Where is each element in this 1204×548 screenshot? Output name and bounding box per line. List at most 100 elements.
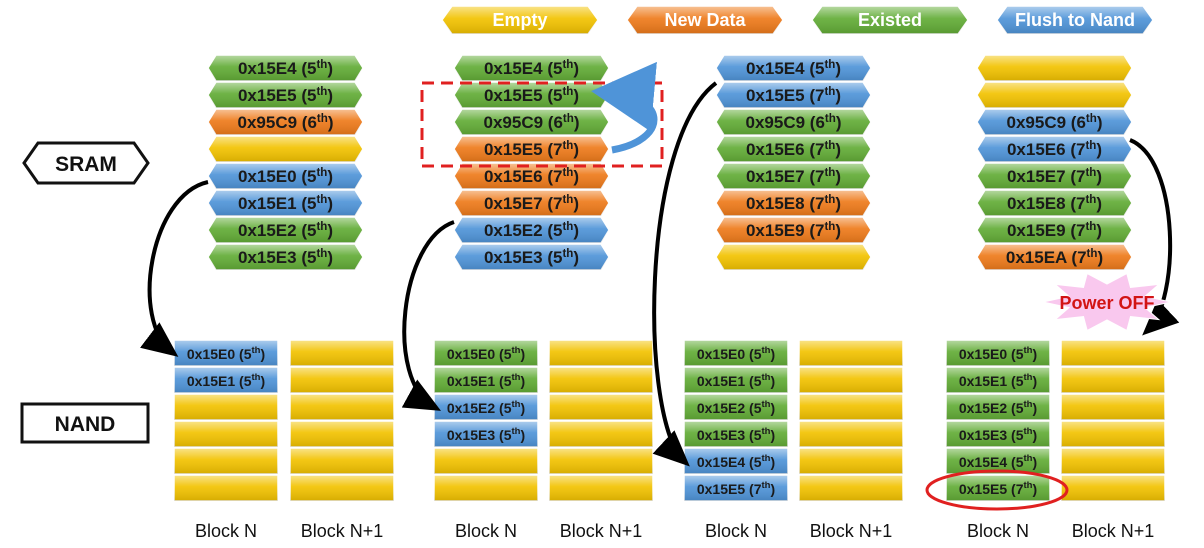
sram-cell-label-paren-close: )	[573, 221, 579, 240]
sram-cell-label-paren-close: )	[573, 86, 579, 105]
sram-cell-label-paren-close: )	[835, 140, 841, 159]
sram-cell-label: 0x15E6 (7th)	[746, 140, 841, 159]
nand-page-label-ordinal-suffix: th	[511, 345, 520, 356]
nand-page-label-address: 0x15E3	[447, 427, 495, 443]
sram-cell-label-paren-open: (	[297, 194, 308, 213]
sram-cell-label-paren-close: )	[574, 113, 580, 132]
nand-page: 0x15E5 (7th)	[683, 474, 789, 502]
sram-cell-label-paren-open: (	[543, 59, 554, 78]
nand-page-shape-gloss	[434, 448, 538, 474]
sram-cell-label-paren-close: )	[573, 194, 579, 213]
nand-block-n: 0x15E0 (5th)0x15E1 (5th)0x15E2 (5th)0x15…	[433, 339, 539, 502]
power-off-burst	[1042, 272, 1172, 332]
nand-page-label-paren-close: )	[1032, 481, 1037, 497]
sram-cell	[715, 243, 872, 271]
sram-cell-label-paren-close: )	[1097, 248, 1103, 267]
sram-cell: 0x15E5 (5th)	[207, 81, 364, 109]
sram-cell: 0x15E8 (7th)	[976, 189, 1133, 217]
nand-page-label-version: 5	[754, 427, 762, 443]
sram-cell-label: 0x95C9 (6th)	[746, 113, 842, 132]
sram-cell-label-address: 0x15E4	[484, 59, 543, 78]
sram-cell-label-paren-close: )	[573, 248, 579, 267]
sram-cell-label-version: 7	[815, 194, 824, 213]
nand-page-label-paren-close: )	[260, 346, 265, 362]
sram-cell-label-paren-close: )	[327, 86, 333, 105]
nand-page-empty-gloss	[549, 394, 653, 420]
legend-item-3: Flush to Nand	[996, 5, 1154, 35]
sram-cell-label-ordinal-suffix: th	[317, 113, 328, 125]
sram-cell-label-paren-close: )	[835, 167, 841, 186]
sram-cell-label-paren-open: (	[1066, 113, 1077, 132]
flush-arrow-stage-4	[1129, 138, 1180, 336]
sram-cell-shape-gloss	[977, 163, 1132, 189]
sram-cell-label-paren-open: (	[805, 140, 816, 159]
nand-page-label: 0x15E5 (7th)	[959, 480, 1037, 497]
block-n-plus-1-label: Block N+1	[810, 521, 893, 541]
sram-cell-label-paren-open: (	[543, 167, 554, 186]
legend-swatch-gloss	[812, 6, 968, 34]
nand-page-label-paren-open: (	[1007, 346, 1016, 362]
nand-page-label: 0x15E0 (5th)	[187, 345, 265, 362]
sram-cell-label-ordinal-suffix: th	[562, 59, 573, 71]
sram-cell-label-paren-open: (	[805, 86, 816, 105]
nand-page-label-ordinal-suffix: th	[511, 399, 520, 410]
nand-page-label-address: 0x15E0	[697, 346, 745, 362]
sram-cell-label-address: 0x15E5	[746, 86, 805, 105]
legend-swatch-gloss	[442, 6, 598, 34]
nand-page-shape-gloss	[946, 394, 1050, 420]
nand-page-label-paren-close: )	[770, 454, 775, 470]
nand-page-label-paren-open: (	[495, 400, 504, 416]
nand-page-label-paren-close: )	[770, 427, 775, 443]
nand-page-label-paren-close: )	[260, 373, 265, 389]
nand-page-label-ordinal-suffix: th	[761, 480, 770, 491]
sram-cell-shape-gloss	[716, 190, 871, 216]
nand-page: 0x15E0 (5th)	[945, 339, 1051, 367]
nand-page-label-address: 0x15E4	[959, 454, 1007, 470]
nand-page-label-paren-close: )	[520, 427, 525, 443]
sram-cell-label-ordinal-suffix: th	[825, 113, 836, 125]
sram-cell-shape-gloss	[716, 109, 871, 135]
sram-stack: 0x15E4 (5th) 0x15E5 (7 th) 0x95C9 (6th) 0x15…	[715, 54, 872, 271]
nand-page-shape-gloss	[434, 475, 538, 501]
nand-page: 0x15E4 (5th)	[683, 447, 789, 475]
sram-cell: 0x15E4 (5th)	[715, 54, 872, 82]
sram-cell-label-ordinal-suffix: th	[824, 140, 835, 152]
sram-cell-label-ordinal-suffix: th	[316, 221, 327, 233]
sram-cell-label: 0x15E7 (7th)	[746, 167, 841, 186]
nand-page-label-paren-open: (	[495, 346, 504, 362]
sram-cell-label-paren-open: (	[297, 59, 308, 78]
sram-cell-label-ordinal-suffix: th	[824, 86, 835, 98]
sram-cell-label-ordinal-suffix: th	[562, 167, 573, 179]
sram-cell-label: 0x15E7 (7th)	[484, 194, 579, 213]
sram-cell: 0x15E5 (7th)	[453, 135, 610, 163]
sram-cell-label-address: 0x15E3	[238, 248, 297, 267]
sram-cell: 0x95C9 (6th)	[976, 108, 1133, 136]
nand-page-label-version: 5	[754, 400, 762, 416]
stages: 0x15E4 (5th)0x15E5 (5th)0x95C9 (6th)0x15…	[173, 54, 1166, 541]
nand-page-label-version: 5	[1016, 373, 1024, 389]
nand-page-empty-gloss	[290, 367, 394, 393]
nand-page-empty-gloss	[290, 475, 394, 501]
legend-label: Flush to Nand	[1015, 10, 1135, 30]
sram-cell	[207, 135, 364, 163]
sram-cell-label-ordinal-suffix: th	[1086, 113, 1097, 125]
sram-cell: 0x95C9 (6th)	[207, 108, 364, 136]
flush-arrow-stage-1	[140, 180, 209, 357]
nand-page-label-paren-open: (	[1007, 481, 1016, 497]
block-n-label: Block N	[705, 521, 767, 541]
sram-cell-label: 0x15E0 (5th)	[238, 167, 333, 186]
nand-page-shape-gloss	[684, 394, 788, 420]
stage-3: 0x15E4 (5th)0x15E5 (7th)0x95C9 (6th)0x15…	[683, 54, 904, 541]
nand-page-shape-gloss	[434, 340, 538, 366]
sram-cell-label: 0x15E3 (5th)	[484, 248, 579, 267]
nand-page-label-version: 5	[244, 373, 252, 389]
nand-page-label-version: 5	[244, 346, 252, 362]
nand-page-label-address: 0x15E2	[959, 400, 1007, 416]
nand-page-label-ordinal-suffix: th	[1023, 426, 1032, 437]
sram-cell: 0x15E2 (5th)	[207, 216, 364, 244]
nand-page-empty-gloss	[799, 421, 903, 447]
annotations: Power OFF	[140, 61, 1180, 511]
nand-page-label-paren-open: (	[495, 427, 504, 443]
nand-page-label-paren-open: (	[235, 373, 244, 389]
sram-cell-label: 0x15E7 (7th)	[1007, 167, 1102, 186]
